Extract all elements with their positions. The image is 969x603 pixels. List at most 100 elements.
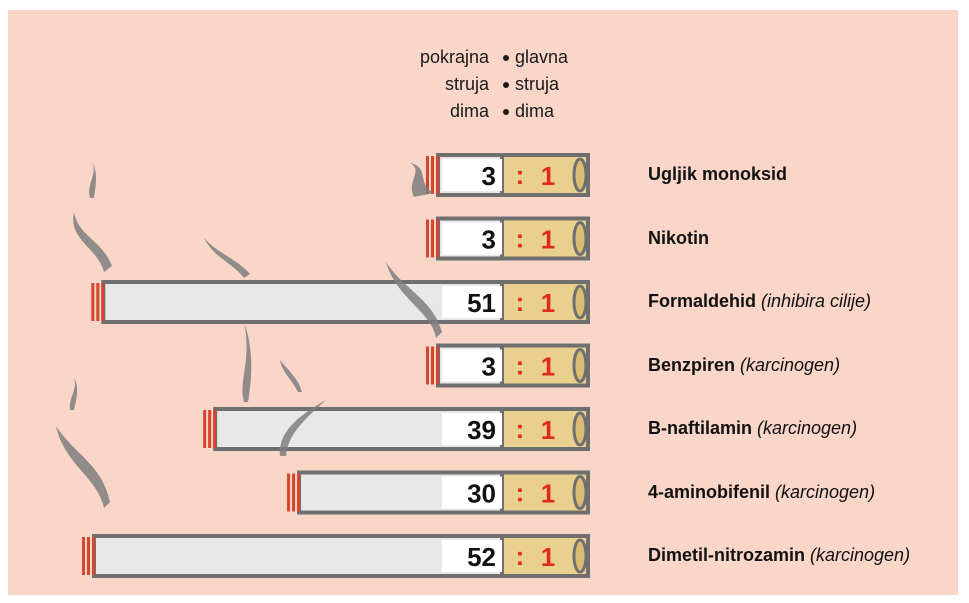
category-name: Dimetil-nitrozamin xyxy=(648,545,806,565)
side-stream-value: 3 xyxy=(482,161,496,191)
cigarette-bar-chart: 3:13:151:13:139:130:152:1 xyxy=(56,153,590,578)
ember-stripe xyxy=(297,473,301,512)
smoke-wisp xyxy=(73,212,113,272)
header-right-line-3: dima xyxy=(515,101,555,121)
category-name: Nikotin xyxy=(648,227,709,248)
ember-stripe xyxy=(426,156,429,194)
category-name: Formaldehid xyxy=(648,291,757,311)
ratio-separator: : xyxy=(516,414,525,444)
smoke-wisp xyxy=(242,322,252,402)
header-left-line-1: pokrajna xyxy=(419,47,489,67)
smoke-wisps xyxy=(56,162,442,508)
category-name: 4-aminobifenil xyxy=(648,481,771,502)
side-stream-value: 52 xyxy=(467,542,496,572)
header-right-line-1: glavna xyxy=(515,47,569,67)
header-dot xyxy=(503,109,509,115)
value-box xyxy=(442,222,502,255)
chart-canvas: pokrajna struja dima glavna struja dima … xyxy=(8,10,958,595)
category-label: 4-aminobifenil (karcinogen) xyxy=(648,482,875,503)
filter-end xyxy=(572,348,588,383)
ember-stripe xyxy=(426,219,429,258)
ember-stripe xyxy=(213,410,217,448)
cigarette-paper xyxy=(101,280,505,324)
smoke-wisp xyxy=(89,162,96,198)
filter-end xyxy=(572,157,588,193)
filter-end xyxy=(572,221,588,256)
category-label: B-naftilamin (karcinogen) xyxy=(648,418,857,439)
header-left-line-2: struja xyxy=(444,74,489,94)
category-note: (karcinogen) xyxy=(752,418,858,438)
smoke-wisp xyxy=(386,262,442,338)
main-stream-value: 1 xyxy=(541,542,555,572)
main-stream-value: 1 xyxy=(541,352,555,382)
cigarette-bar: 51:1 xyxy=(91,280,590,324)
ember-stripe xyxy=(203,410,207,448)
cigarette-filter xyxy=(500,407,590,451)
main-stream-value: 1 xyxy=(541,415,555,445)
ember-stripe xyxy=(287,473,291,512)
ember-stripe xyxy=(436,346,439,385)
smoke-wisp xyxy=(410,163,434,197)
cigarette-paper xyxy=(92,534,504,578)
category-note: (karcinogen) xyxy=(735,354,841,375)
smoke-wisp xyxy=(204,238,250,278)
category-note: (karcinogen) xyxy=(770,481,876,502)
ember-stripe xyxy=(292,473,296,512)
cigarette-bar: 3:1 xyxy=(426,343,590,388)
ember-stripe xyxy=(436,219,439,258)
ratio-separator: : xyxy=(516,160,525,190)
ratio-separator: : xyxy=(516,351,525,381)
side-stream-value: 51 xyxy=(467,288,496,318)
cigarette-bar: 30:1 xyxy=(287,470,590,515)
value-box xyxy=(442,349,502,382)
cigarette-bar: 39:1 xyxy=(203,407,590,451)
ratio-separator: : xyxy=(516,541,525,571)
smoke-wisp xyxy=(279,400,326,456)
value-box xyxy=(442,286,502,318)
ember-stripe xyxy=(431,156,434,194)
ember-stripe xyxy=(426,346,429,385)
header-dot xyxy=(503,55,509,61)
side-stream-value: 30 xyxy=(467,479,496,509)
category-label: Formaldehid (inhibira cilije) xyxy=(648,291,871,312)
category-name: Benzpiren xyxy=(648,354,736,375)
smoke-wisp xyxy=(69,378,78,410)
ember-stripe xyxy=(82,537,85,575)
value-box xyxy=(442,413,502,445)
cigarette-bar: 52:1 xyxy=(82,534,590,578)
side-stream-value: 3 xyxy=(482,225,496,255)
main-stream-value: 1 xyxy=(541,161,555,191)
smoke-wisp xyxy=(56,426,110,508)
ember-stripe xyxy=(96,283,100,321)
ember-stripe xyxy=(208,410,212,448)
filter-end xyxy=(572,538,588,574)
category-label: Nikotin xyxy=(648,228,709,249)
ratio-separator: : xyxy=(516,287,525,317)
ember-stripe xyxy=(436,156,439,194)
filter-end xyxy=(572,411,588,447)
ember-stripe xyxy=(92,537,95,575)
filter-end xyxy=(572,475,588,510)
category-name: B-naftilamin xyxy=(648,418,753,438)
ember-stripe xyxy=(431,346,434,385)
ratio-separator: : xyxy=(516,478,525,508)
side-stream-value: 39 xyxy=(467,415,496,445)
ember-stripe xyxy=(91,283,95,321)
ember-stripe xyxy=(87,537,90,575)
category-note: (karcinogen) xyxy=(805,545,911,565)
cigarette-bar: 3:1 xyxy=(426,153,590,197)
header-right-line-2: struja xyxy=(515,74,560,94)
smoke-wisp xyxy=(280,360,302,392)
ratio-separator: : xyxy=(516,224,525,254)
category-label: Ugljik monoksid xyxy=(648,164,787,185)
main-stream-value: 1 xyxy=(541,288,555,318)
header-left-line-3: dima xyxy=(449,101,489,121)
main-stream-value: 1 xyxy=(541,225,555,255)
side-stream-value: 3 xyxy=(482,352,496,382)
category-label: Dimetil-nitrozamin (karcinogen) xyxy=(648,545,910,566)
header-dot xyxy=(503,82,509,88)
category-label: Benzpiren (karcinogen) xyxy=(648,355,840,376)
ember-stripe xyxy=(101,283,105,321)
cigarette-bar: 3:1 xyxy=(426,216,590,261)
value-box xyxy=(442,159,502,191)
